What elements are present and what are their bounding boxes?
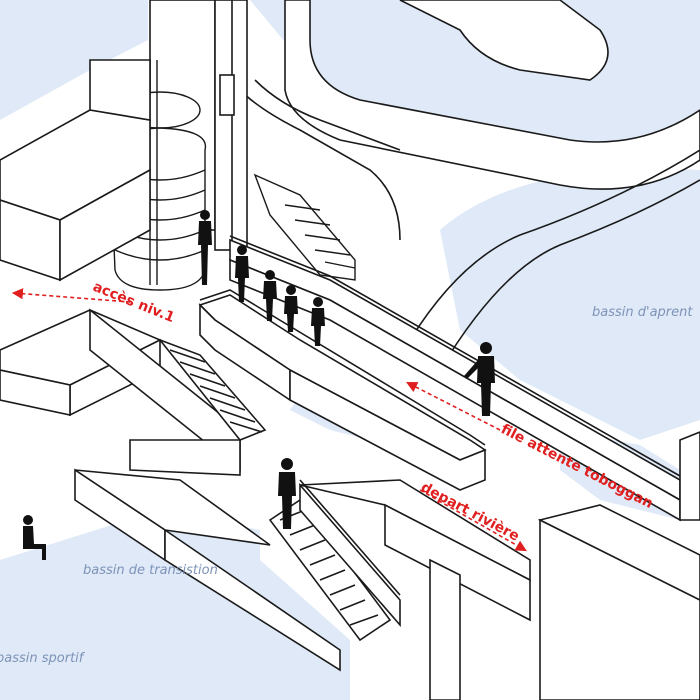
person-silhouette	[284, 285, 298, 332]
upper-left-platform	[0, 59, 151, 282]
mid-landing	[129, 439, 241, 476]
platform-ledge	[89, 59, 151, 121]
person-silhouette-sitting	[23, 515, 46, 560]
annotation-arrows	[11, 288, 527, 552]
river-column	[429, 558, 461, 700]
slide-structures	[239, 0, 700, 371]
river-deck	[299, 479, 531, 582]
person-silhouette	[311, 297, 325, 346]
pool-labels: bassin d'aprent bassin de transistion ba…	[0, 305, 693, 666]
platform-side	[59, 168, 151, 282]
person-silhouette	[198, 210, 212, 285]
left-landing-front	[0, 369, 71, 416]
pool-apprentissage	[440, 168, 700, 440]
lower-wall-left	[164, 528, 341, 672]
lower-stair-steps	[279, 509, 379, 626]
river-block	[384, 503, 531, 622]
left-stair-platform	[0, 308, 267, 476]
slide-upper-edge-2	[254, 79, 401, 151]
label-pool-transition: bassin de transistion	[83, 563, 218, 578]
bridge-rail	[229, 235, 681, 477]
slide-tube-1	[284, 0, 700, 190]
upper-stair	[253, 173, 356, 281]
pool-upper-left	[0, 0, 148, 120]
spiral-steps	[114, 169, 206, 261]
lower-rail	[299, 479, 401, 596]
slide-s-curve	[409, 149, 700, 341]
slide-tube-2	[399, 0, 609, 81]
person-silhouette	[235, 245, 249, 302]
person-silhouette	[263, 270, 277, 321]
label-pool-apprentissage: bassin d'aprent	[592, 305, 693, 320]
person-silhouette	[464, 342, 495, 416]
lower-wall-right	[299, 482, 401, 628]
central-ramp	[198, 289, 487, 491]
people	[23, 210, 495, 560]
river-start-platform	[299, 431, 700, 700]
slide-upper-edge	[239, 89, 401, 241]
arrow-depart	[419, 489, 527, 552]
tower-column-right	[214, 0, 248, 251]
right-block-top	[537, 504, 700, 601]
left-stair-steps	[169, 349, 263, 433]
arrow-file	[406, 381, 501, 431]
pool-transition	[0, 510, 350, 700]
slide-s-curve-2	[439, 179, 700, 371]
upper-stair-steps	[284, 204, 356, 269]
label-pool-sportif: bassin sportif	[0, 651, 86, 666]
arrow-acces	[11, 288, 131, 303]
right-pillar	[679, 431, 700, 521]
person-silhouette	[278, 458, 296, 529]
lower-stair	[74, 468, 401, 672]
ramp-rail	[199, 289, 486, 446]
upper-stair-body	[253, 173, 356, 281]
ramp-lower	[289, 368, 486, 491]
tower-slot	[219, 74, 235, 116]
